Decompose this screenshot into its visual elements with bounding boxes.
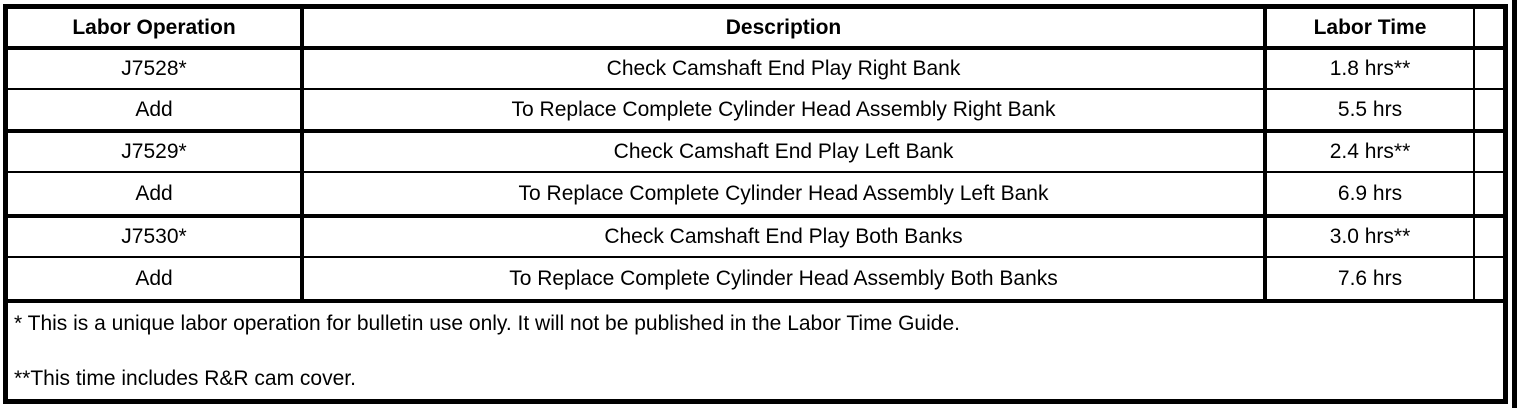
cell-spacer [1475,90,1503,129]
cell-operation: J7529* [8,133,304,171]
cell-operation: Add [8,258,304,299]
cell-description: To Replace Complete Cylinder Head Assemb… [304,258,1267,299]
table-row: J7529* Check Camshaft End Play Left Bank… [8,133,1503,173]
cell-description: Check Camshaft End Play Left Bank [304,133,1267,171]
column-header-spacer [1475,9,1503,46]
column-header-labor-operation: Labor Operation [8,9,304,46]
cell-description: To Replace Complete Cylinder Head Assemb… [304,173,1267,214]
cell-operation: J7530* [8,218,304,256]
labor-time-table: Labor Operation Description Labor Time J… [3,4,1508,404]
cell-operation: Add [8,173,304,214]
cell-description: Check Camshaft End Play Right Bank [304,50,1267,88]
cell-spacer [1475,258,1503,299]
cell-spacer [1475,50,1503,88]
table-header-row: Labor Operation Description Labor Time [8,9,1503,50]
table-row: J7528* Check Camshaft End Play Right Ban… [8,50,1503,90]
cell-description: Check Camshaft End Play Both Banks [304,218,1267,256]
cell-spacer [1475,133,1503,171]
cell-time: 1.8 hrs** [1267,50,1475,88]
table-row: Add To Replace Complete Cylinder Head As… [8,173,1503,218]
cell-operation: Add [8,90,304,129]
cell-time: 2.4 hrs** [1267,133,1475,171]
footnotes: * This is a unique labor operation for b… [8,303,1503,399]
table-row: Add To Replace Complete Cylinder Head As… [8,90,1503,133]
footnote-unique-labor-operation: * This is a unique labor operation for b… [14,312,960,335]
cell-time: 7.6 hrs [1267,258,1475,299]
column-header-labor-time: Labor Time [1267,9,1475,46]
cell-time: 5.5 hrs [1267,90,1475,129]
cell-spacer [1475,173,1503,214]
table-row: Add To Replace Complete Cylinder Head As… [8,258,1503,303]
cell-spacer [1475,218,1503,256]
footnote-time-includes-cam-cover: **This time includes R&R cam cover. [14,367,356,390]
cell-operation: J7528* [8,50,304,88]
cell-time: 3.0 hrs** [1267,218,1475,256]
table-row: J7530* Check Camshaft End Play Both Bank… [8,218,1503,258]
cell-description: To Replace Complete Cylinder Head Assemb… [304,90,1267,129]
cell-time: 6.9 hrs [1267,173,1475,214]
column-header-description: Description [304,9,1267,46]
scan-edge-rule [1512,0,1517,408]
